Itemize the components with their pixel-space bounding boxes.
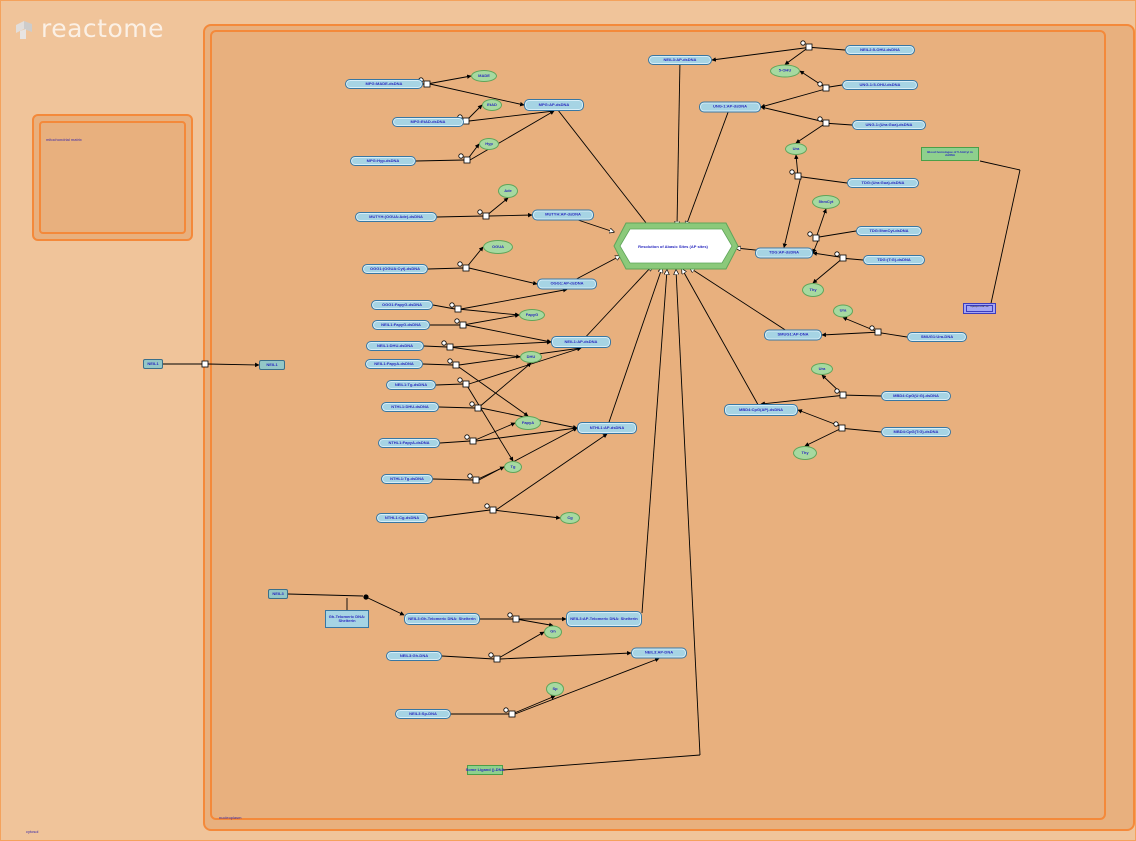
node-neil3-ap[interactable]: NEIL3:AP-dsDNA: [648, 55, 712, 65]
node-fapya[interactable]: FapyA: [515, 416, 541, 430]
node-mbd4-tg[interactable]: MBD4:CpG(T:G)-dsDNA: [881, 427, 951, 437]
reactome-logo[interactable]: reactome: [14, 14, 164, 43]
reactome-logo-text: reactome: [41, 14, 165, 43]
node-tdg-ecyt[interactable]: TDG:5hmCyt-dsDNA: [856, 226, 922, 236]
node-ung-ura[interactable]: UNG-1:(Ura:Gua)-dsDNA: [852, 120, 926, 130]
mito-label: mitochondrial matrix: [46, 137, 82, 142]
node-neil3-gh[interactable]: NEIL3:Gh-DNA: [386, 651, 442, 661]
cytosol-label: cytosol: [26, 829, 39, 834]
node-neil3-sp[interactable]: NEIL3:Sp-DNA: [395, 709, 451, 719]
node-ohu5[interactable]: 5-OHU: [770, 64, 800, 78]
node-ung-ap[interactable]: UNG-1:AP-dsDNA: [699, 101, 761, 113]
node-fapyg[interactable]: FapyG: [519, 309, 545, 321]
node-cg[interactable]: Cg: [560, 512, 580, 524]
node-mbd4-ap[interactable]: MBD4:CpG(AP)-dsDNA: [724, 404, 798, 416]
node-neil2-5ohu[interactable]: NEIL2:5-OHU-dsDNA: [845, 45, 915, 55]
node-smug1-ap[interactable]: SMUG1:AP-DNA: [764, 329, 822, 341]
node-neil1-ap[interactable]: NEIL1:AP-dsDNA: [551, 336, 611, 348]
central-pathway-label[interactable]: Resolution of Abasic Sites (AP sites): [638, 243, 708, 249]
node-ogg1-fapyg[interactable]: OGG1:FapyG-dsDNA: [371, 300, 433, 310]
node-ura1[interactable]: Ura: [785, 143, 807, 155]
reaction-legend-box[interactable]: [963, 303, 996, 314]
node-gh-tel[interactable]: Gh-Telomeric DNA: Shelterin: [325, 610, 369, 628]
node-tdg-ap[interactable]: TDG:AP-dsDNA: [755, 247, 813, 259]
node-neil1-fapyg[interactable]: NEIL1:FapyG-dsDNA: [372, 320, 430, 330]
node-dhu[interactable]: DHU: [520, 351, 542, 363]
node-ogua[interactable]: OGUA: [483, 240, 513, 254]
node-neil1-fapya[interactable]: NEIL1:FapyA-dsDNA: [365, 359, 423, 369]
node-ogg1-oga[interactable]: OGG1:(OGUA:Cyt)-dsDNA: [362, 264, 428, 274]
node-sp[interactable]: Sp: [546, 682, 564, 696]
node-nthl1-ap[interactable]: NTHL1:AP-dsDNA: [577, 422, 637, 434]
node-thy1[interactable]: Thy: [802, 283, 824, 297]
node-tg[interactable]: Tg: [504, 461, 522, 473]
node-ura2[interactable]: Ura: [833, 304, 853, 318]
node-smug1-ura[interactable]: SMUG1:Ura-DNA: [907, 332, 967, 342]
node-nthl1-dhu[interactable]: NTHL1:DHU-dsDNA: [381, 402, 439, 412]
reaction-legend-label: Hydrolysis of AP site: [966, 305, 993, 312]
node-ead[interactable]: EtAD: [482, 99, 502, 111]
node-neil1-nuc[interactable]: NEIL1: [259, 360, 285, 370]
node-nthl1-tg[interactable]: NTHL1:Tg-dsDNA: [381, 474, 433, 484]
node-mpg-hyp[interactable]: MPG:Hyp-dsDNA: [350, 156, 416, 166]
nucleoplasm-label: nucleoplasm: [219, 815, 242, 820]
node-thy2[interactable]: Thy: [793, 446, 817, 460]
node-hyp[interactable]: Hyp: [479, 138, 499, 150]
node-mpg-made[interactable]: MPG:MADE-dsDNA: [345, 79, 423, 89]
node-neil3-gh-tel[interactable]: NEIL3:Gh-Telomeric DNA: Shelterin: [404, 613, 480, 625]
node-tdg-ura[interactable]: TDG:(Ura:Gua)-dsDNA: [847, 178, 919, 188]
node-mbd4-ura[interactable]: MBD4:CpG(U:G)-dsDNA: [881, 391, 951, 401]
node-ung-ohu[interactable]: UNG-1:5-OHU-dsDNA: [842, 80, 918, 90]
node-neil3-ap2[interactable]: NEIL3:AP-DNA: [631, 647, 687, 659]
node-eset-bottom[interactable]: Some Ligand ()-DNA: [466, 765, 504, 775]
node-neil1-dhu[interactable]: NEIL1:DHU-dsDNA: [366, 341, 424, 351]
node-nthl1-fapya[interactable]: NTHL1:FapyA-dsDNA: [378, 438, 440, 448]
node-tdg-tg[interactable]: TDG:(T:G)-dsDNA: [863, 255, 925, 265]
node-nthl1-cg[interactable]: NTHL1:Cg-dsDNA: [376, 513, 428, 523]
node-ogg1-ap[interactable]: OGG1:AP-dsDNA: [537, 278, 597, 290]
reactome-logo-icon: [16, 20, 32, 39]
node-ura3[interactable]: Ura: [811, 363, 833, 375]
node-neil1-cyt[interactable]: NEIL1: [143, 359, 163, 369]
node-neil3-ap-tel[interactable]: NEIL3:AP-Telomeric DNA: Shelterin: [566, 611, 642, 627]
node-mpg-ap[interactable]: MPG:AP-dsDNA: [524, 99, 584, 111]
node-made[interactable]: MADE: [471, 70, 497, 82]
node-ecyt[interactable]: 5hmCyt: [812, 195, 840, 209]
node-mpg-ead[interactable]: MPG:EtAD-dsDNA: [392, 117, 464, 127]
node-mutyh-a[interactable]: MUTYH:(OGUA:Ade)-dsDNA: [355, 212, 437, 222]
node-neil3-p[interactable]: NEIL3: [268, 589, 288, 599]
node-gh[interactable]: Gh: [544, 625, 562, 639]
node-mutyh-ap[interactable]: MUTYH:AP-dsDNA: [532, 209, 594, 221]
node-neil1-tg[interactable]: NEIL1:Tg-dsDNA: [386, 380, 436, 390]
node-ade[interactable]: Ade: [498, 184, 518, 198]
node-eset-blood[interactable]: Blood homologue of 5-hmCyt in dsDNA: [921, 147, 979, 161]
mitochondrial-matrix-inner: [39, 121, 186, 234]
